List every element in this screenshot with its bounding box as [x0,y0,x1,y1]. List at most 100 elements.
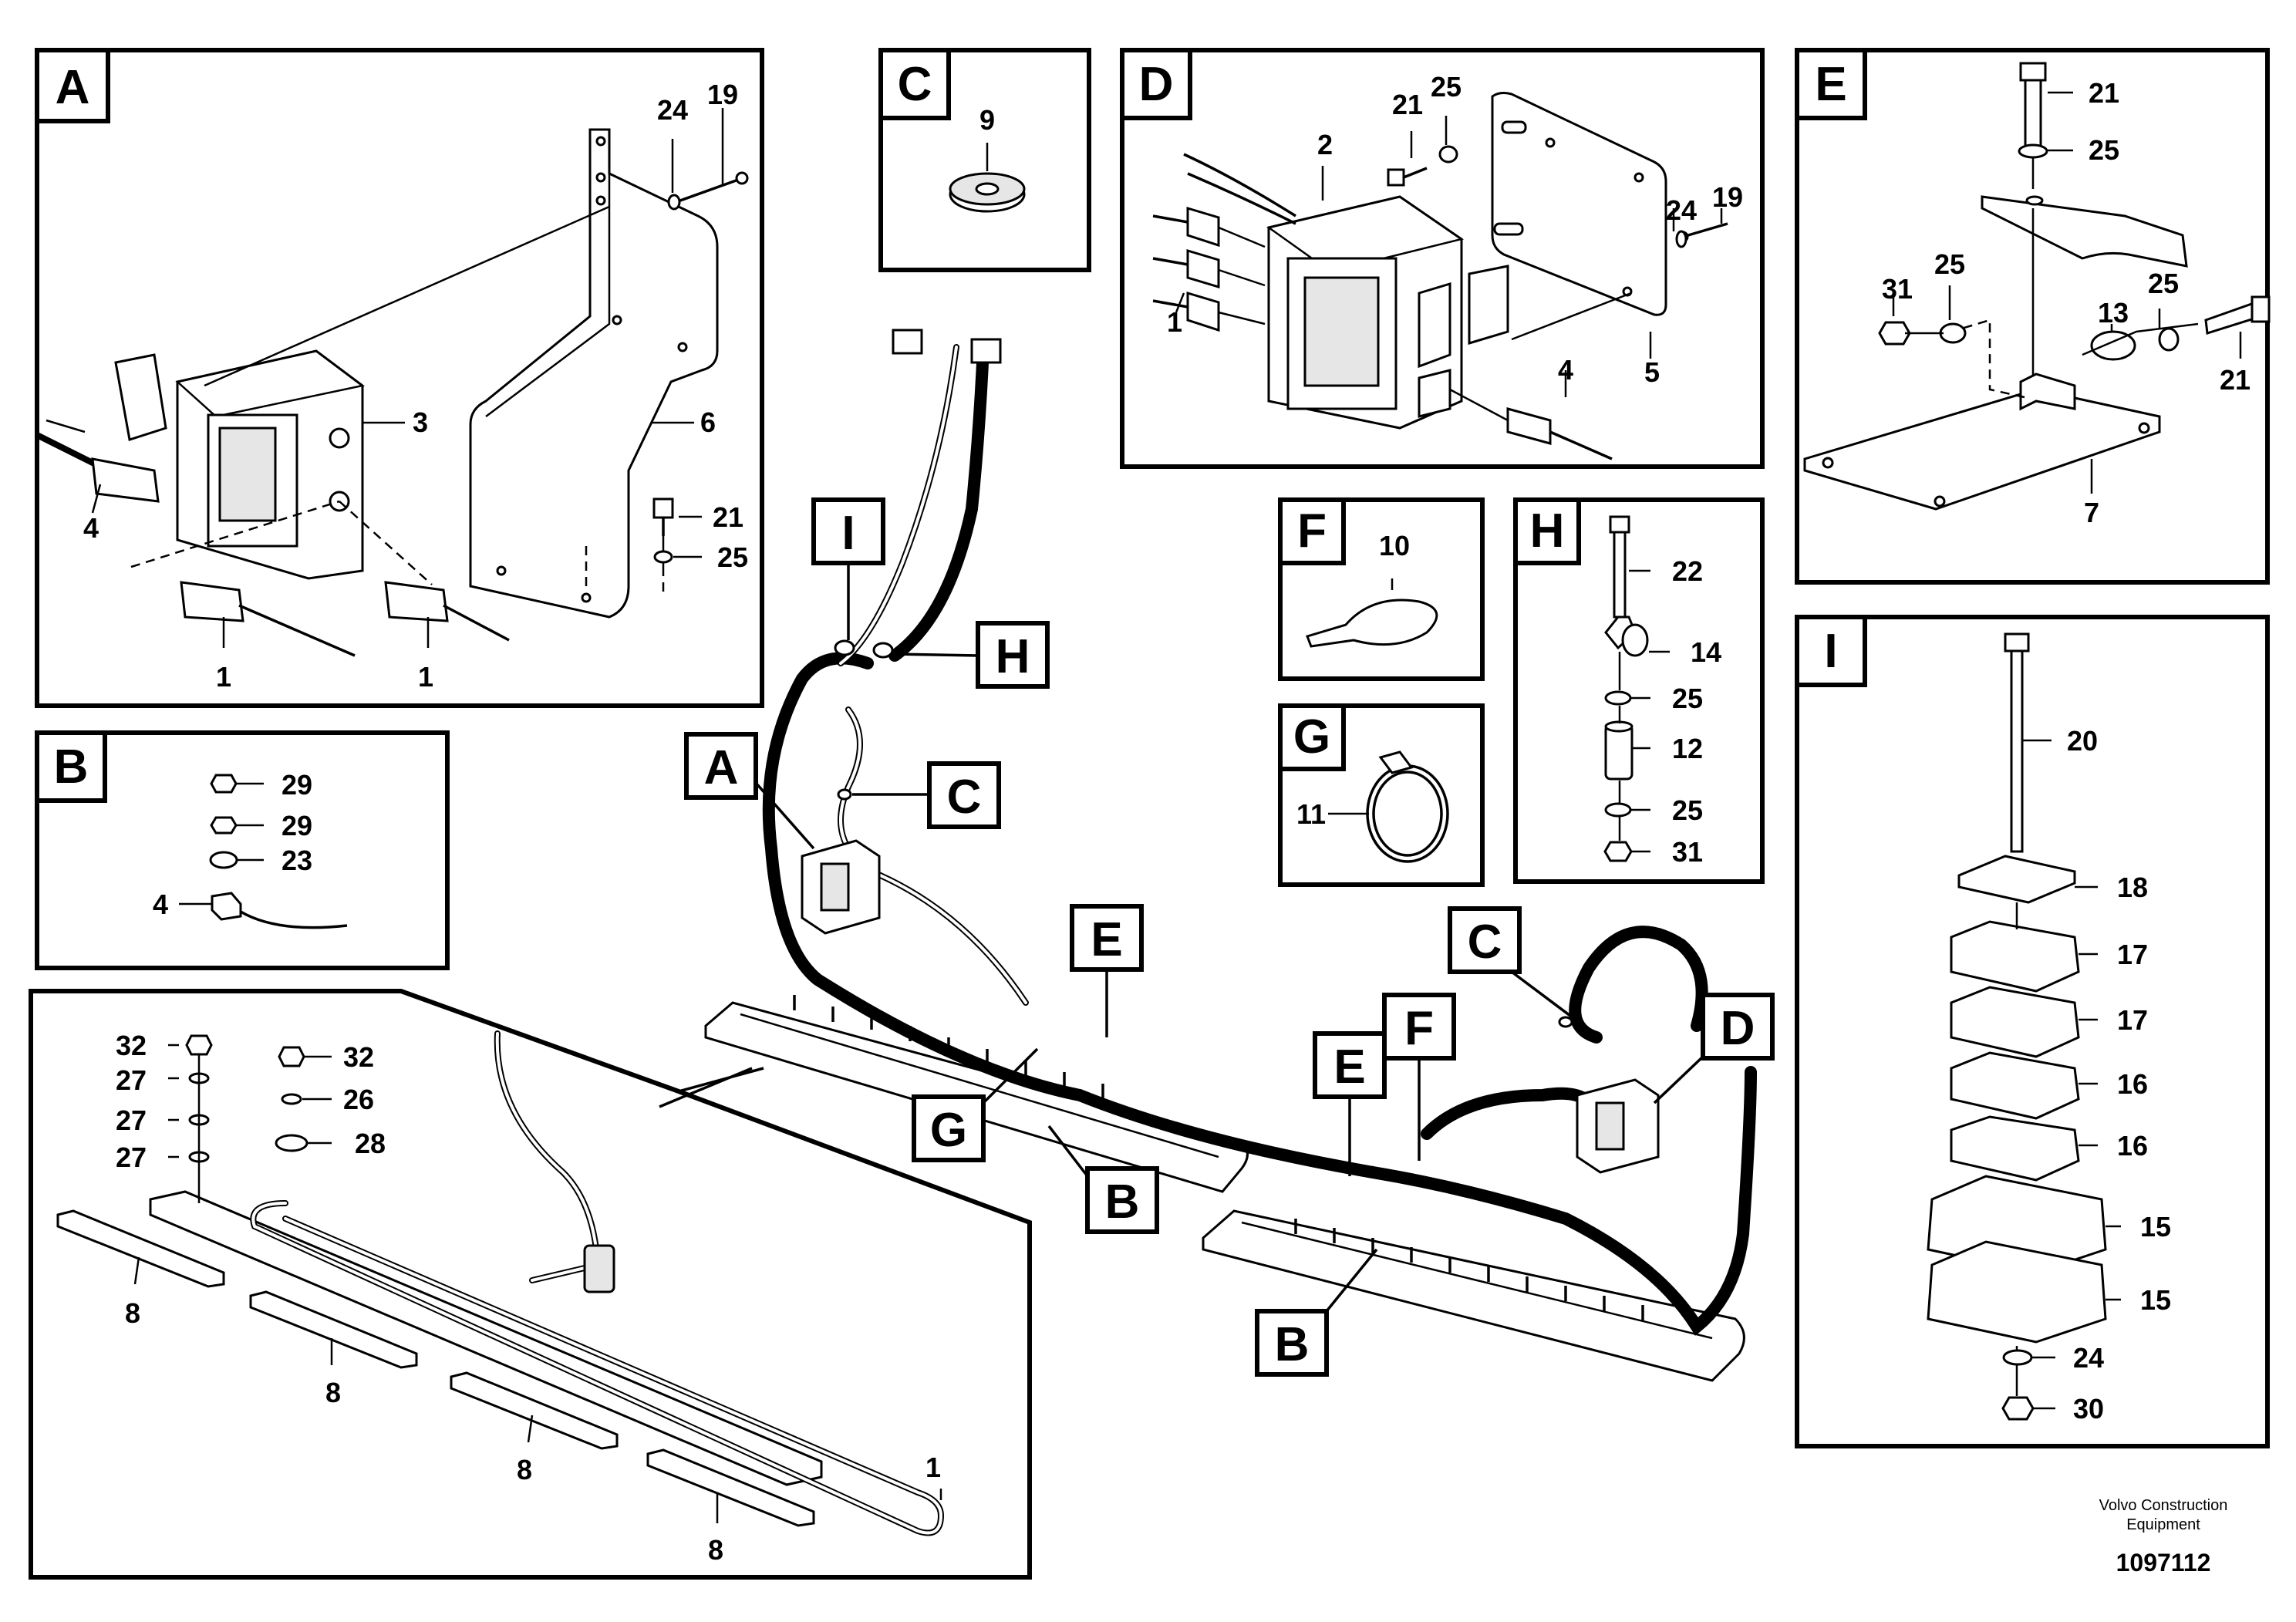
callout-12: 12 [1672,733,1703,764]
callout-26: 26 [343,1084,374,1115]
callout-1: 1 [1167,306,1182,338]
svg-text:C: C [947,771,982,824]
panel-b: B 29 29 23 4 [35,730,450,970]
callout-9: 9 [979,104,995,136]
callout-25: 25 [717,541,748,573]
tag-d: D [1653,993,1775,1104]
svg-text:F: F [1404,1002,1434,1055]
callout-25: 25 [1934,248,1965,280]
brand-line-1: Volvo Construction [2099,1497,2228,1514]
callout-25: 25 [1672,794,1703,826]
panel-d-label: D [1139,58,1174,111]
callout-22: 22 [1672,555,1703,587]
tag-h: H [894,621,1050,689]
callout-11: 11 [1296,798,1326,830]
panel-c-label: C [898,58,932,111]
callout-1: 1 [925,1452,941,1483]
main-assembly: I H A C E G B [684,329,1775,1382]
callout-1: 1 [216,661,231,693]
panel-h-label: H [1530,504,1565,558]
callout-27: 27 [116,1104,147,1136]
panel-h: H 22 14 25 12 25 31 [1513,497,1765,884]
callout-25: 25 [1672,683,1703,714]
callout-14: 14 [1691,636,1721,668]
callout-8: 8 [517,1454,532,1485]
callout-16: 16 [2117,1068,2148,1100]
callout-32: 32 [343,1041,374,1073]
panel-a-label: A [56,61,90,114]
svg-text:B: B [1105,1175,1140,1229]
callout-15: 15 [2140,1211,2171,1243]
callout-19: 19 [707,79,738,110]
callout-1: 1 [418,661,433,693]
callout-29: 29 [282,810,312,841]
panel-g: G 11 [1278,703,1485,887]
callout-29: 29 [282,769,312,801]
svg-text:C: C [1468,916,1502,969]
panel-i-label: I [1824,625,1837,678]
callout-13: 13 [2098,297,2129,329]
panel-f-label: F [1297,504,1327,558]
callout-4: 4 [153,889,168,920]
tag-g: G [912,1047,1039,1162]
callout-25: 25 [1431,71,1462,103]
svg-text:G: G [930,1104,967,1157]
callout-4: 4 [1558,354,1573,386]
callout-23: 23 [282,845,312,876]
callout-25: 25 [2148,268,2179,299]
detail-view: 32 27 27 27 32 26 28 8 8 8 8 1 [29,989,1032,1580]
tag-e: E [1070,904,1144,1037]
callout-8: 8 [125,1297,140,1329]
callout-30: 30 [2073,1393,2104,1425]
callout-17: 17 [2117,1004,2148,1036]
svg-text:E: E [1091,913,1122,966]
callout-17: 17 [2117,939,2148,970]
callout-32: 32 [116,1030,147,1061]
tag-b-right: B [1255,1248,1378,1377]
callout-8: 8 [708,1534,723,1566]
svg-text:I: I [841,507,855,560]
callout-6: 6 [700,406,716,438]
callout-24: 24 [2073,1342,2104,1374]
panel-d: D [1120,48,1765,469]
callout-7: 7 [2084,497,2099,528]
callout-24: 24 [1666,194,1697,226]
bolt-row [793,995,1644,1320]
svg-text:A: A [704,741,739,794]
brand-line-2: Equipment [2126,1516,2200,1533]
callout-16: 16 [2117,1130,2148,1162]
panel-c: C 9 [878,48,1091,272]
callout-20: 20 [2067,725,2098,757]
callout-5: 5 [1644,356,1660,388]
callout-21: 21 [2220,364,2250,396]
tag-b: B [1047,1125,1159,1234]
callout-31: 31 [1882,273,1913,305]
svg-text:H: H [996,630,1030,683]
callout-21: 21 [1392,89,1423,120]
svg-text:D: D [1721,1002,1755,1055]
callout-2: 2 [1317,129,1333,160]
tag-c-right: C [1448,906,1575,1020]
panel-b-label: B [54,740,89,794]
callout-10: 10 [1379,530,1410,561]
tag-c: C [852,761,1001,829]
figure-number: 1097112 [2116,1549,2211,1576]
callout-24: 24 [657,94,688,126]
callout-25: 25 [2089,134,2119,166]
svg-text:B: B [1275,1318,1310,1371]
tag-i: I [811,497,885,640]
callout-15: 15 [2140,1284,2171,1316]
tag-e-right: E [1313,1031,1387,1176]
callout-8: 8 [325,1377,341,1408]
panel-f: F 10 [1278,497,1485,681]
panel-a: A [35,48,764,708]
callout-19: 19 [1712,181,1743,213]
callout-27: 27 [116,1064,147,1096]
panel-e-label: E [1815,58,1846,111]
callout-18: 18 [2117,872,2148,903]
callout-31: 31 [1672,836,1703,868]
panel-g-label: G [1293,710,1330,764]
panel-e: E 21 25 31 25 13 25 21 [1795,48,2271,585]
tag-a: A [684,732,815,850]
